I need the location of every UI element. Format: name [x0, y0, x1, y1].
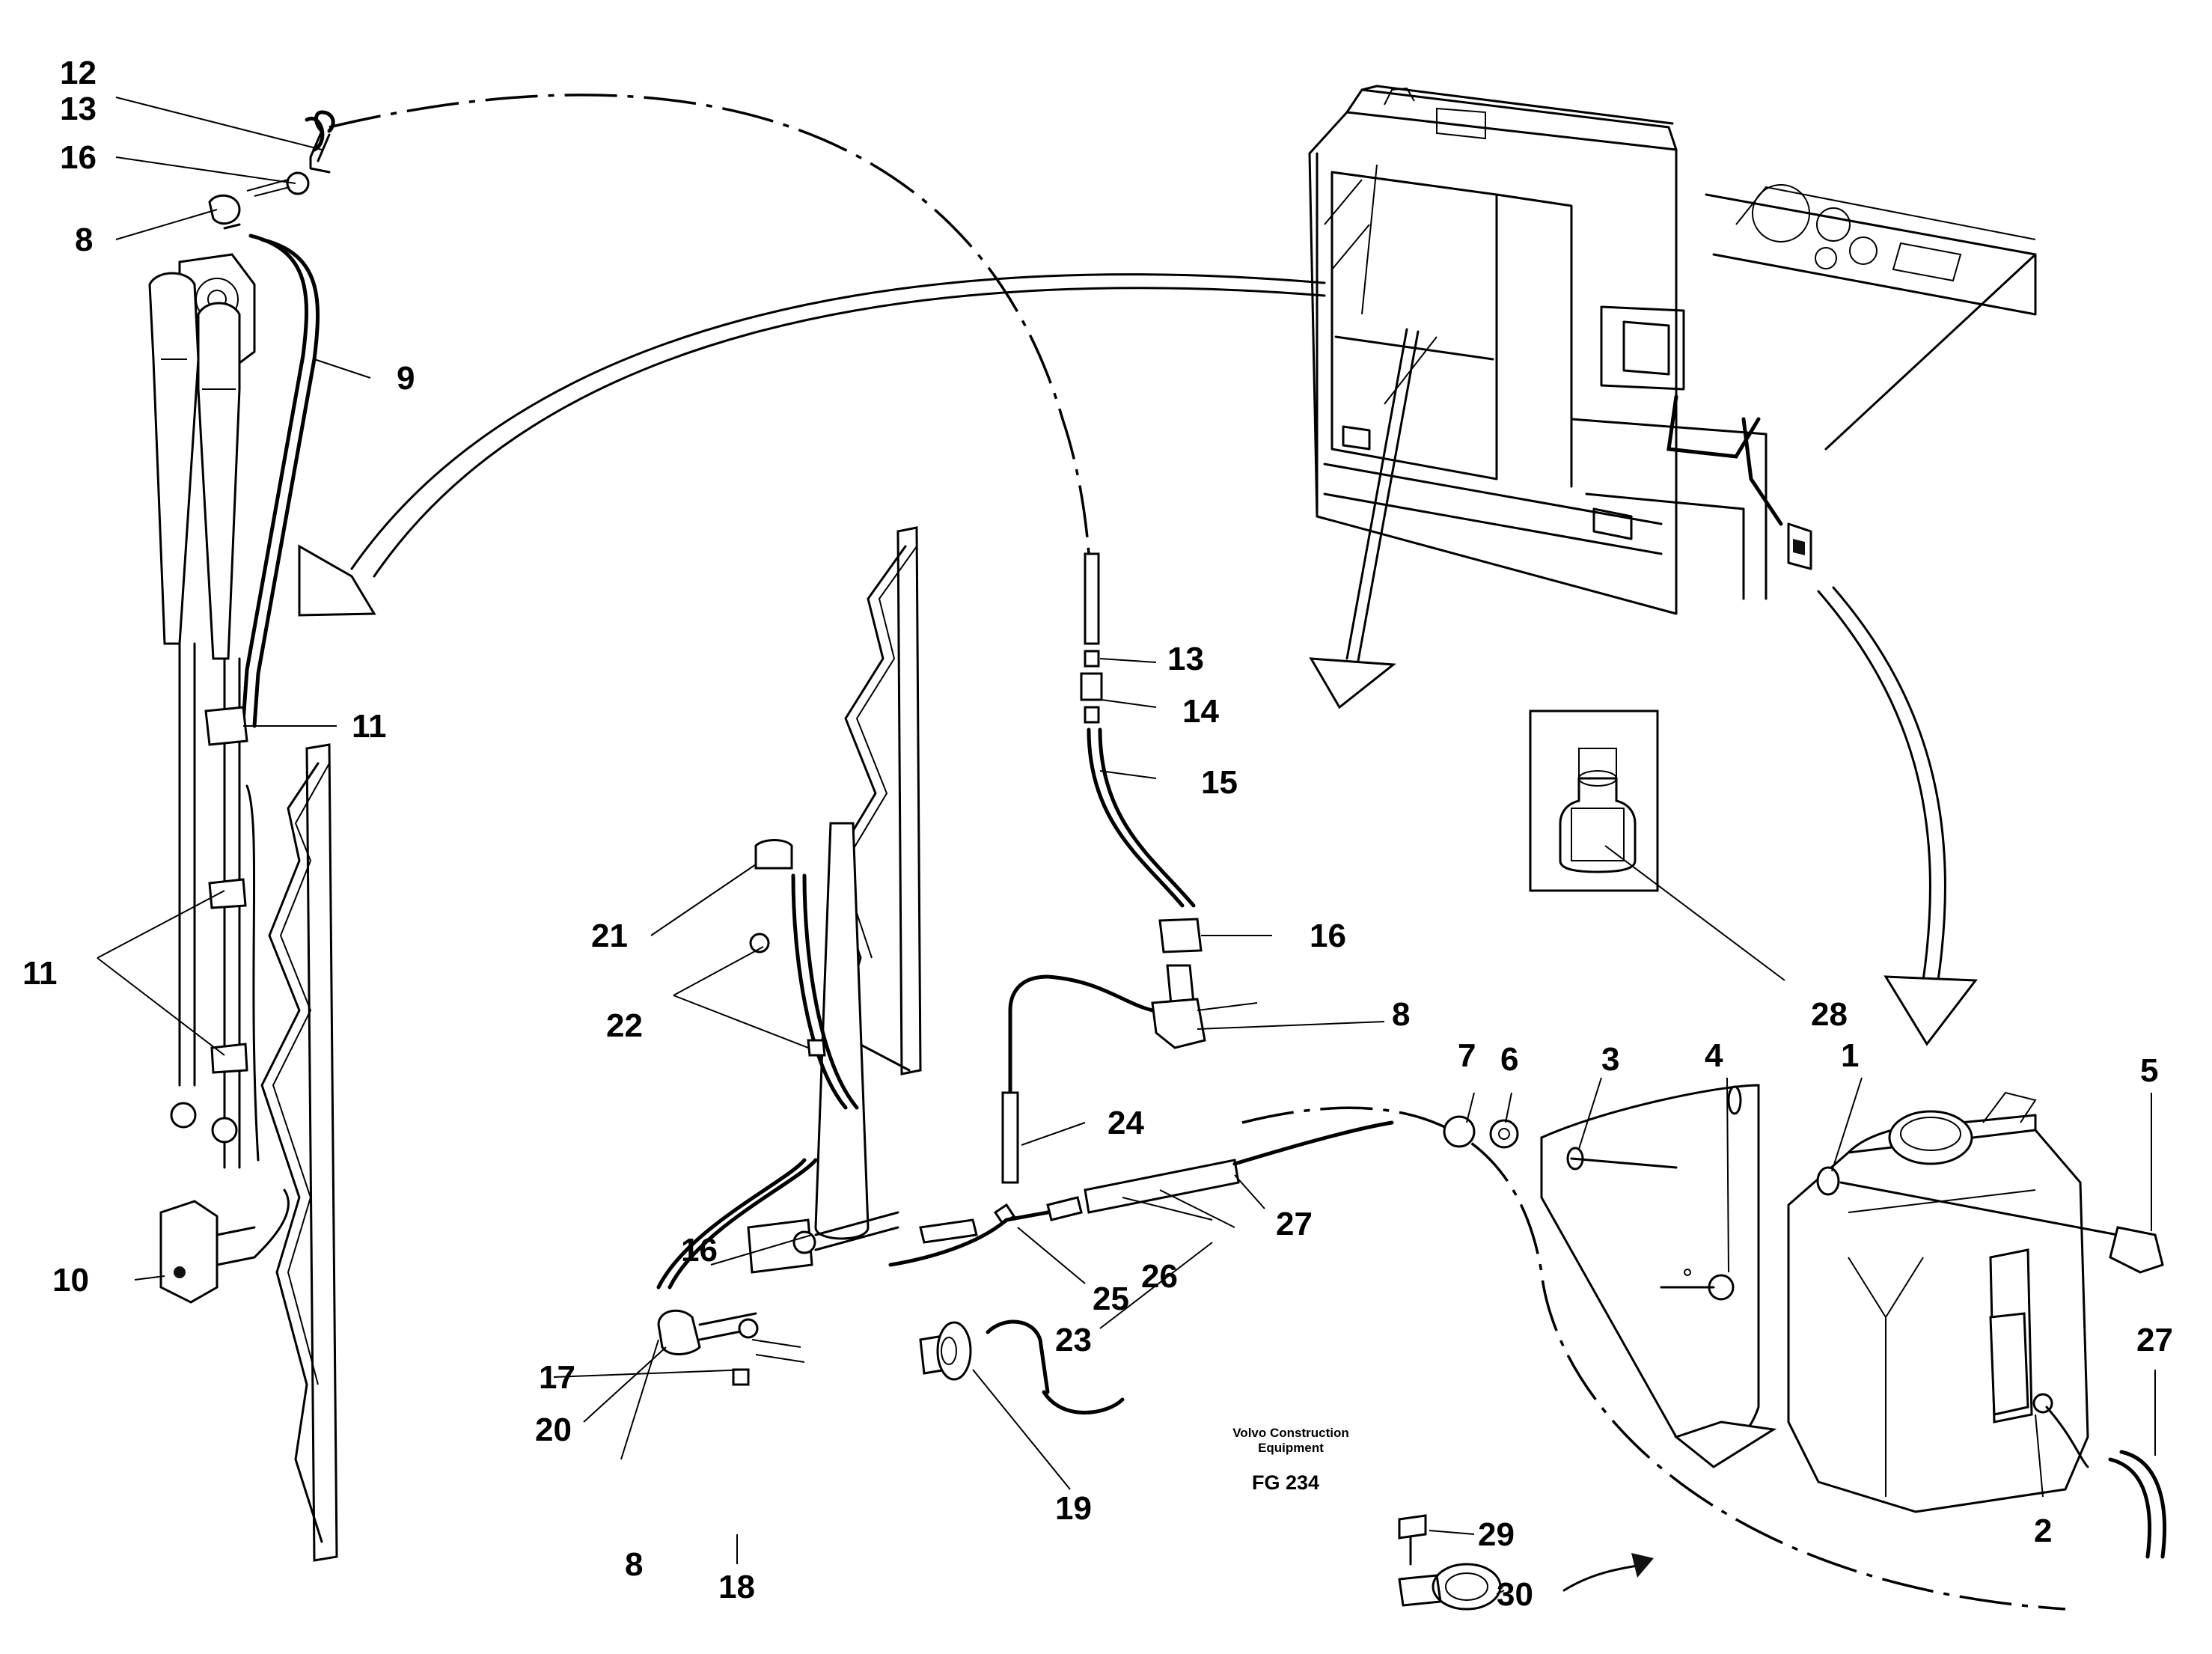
callout-12: 12 — [60, 55, 97, 91]
callout-8: 8 — [75, 222, 93, 258]
hose-chain — [888, 552, 1394, 1267]
callout-22: 22 — [606, 1007, 643, 1044]
callout-8: 8 — [625, 1546, 643, 1583]
callout-24: 24 — [1107, 1105, 1144, 1141]
center-wiper-assembly — [656, 526, 1125, 1415]
washer-fluid-bottle-inset — [1529, 709, 1659, 892]
callout-13: 13 — [1167, 641, 1204, 677]
callout-13: 13 — [60, 91, 97, 127]
hose-route-dashed-lines — [329, 94, 2066, 1611]
washer-tank — [1787, 1091, 2166, 1559]
callout-3: 3 — [1601, 1041, 1619, 1078]
callout-leader-lines — [97, 97, 2156, 1595]
callout-5: 5 — [2140, 1052, 2158, 1089]
operator-cab-illustration — [1308, 85, 2037, 615]
callout-numbers: 12 13 16 8 9 11 11 10 13 14 15 16 8 21 2… — [22, 55, 2173, 1613]
callout-27: 27 — [1276, 1206, 1313, 1242]
callout-1: 1 — [1841, 1037, 1859, 1074]
callout-18: 18 — [718, 1569, 755, 1605]
figure-code: FG 234 — [1252, 1471, 1319, 1494]
callout-10: 10 — [52, 1262, 89, 1299]
callout-16: 16 — [681, 1232, 718, 1269]
left-wiper-assembly — [148, 110, 338, 1562]
callout-17: 17 — [539, 1359, 575, 1396]
callout-2: 2 — [2034, 1513, 2052, 1549]
direction-arrow-to-left-wiper — [298, 273, 1326, 617]
callout-15: 15 — [1201, 764, 1238, 801]
callout-27: 27 — [2136, 1322, 2173, 1358]
manufacturer-name: Volvo Construction — [1232, 1426, 1349, 1440]
callout-19: 19 — [1055, 1490, 1092, 1527]
washer-tank-bracket — [1443, 1084, 1777, 1468]
direction-arrow-to-front-wiper — [1309, 328, 1420, 709]
callout-8: 8 — [1392, 996, 1410, 1033]
manufacturer-subtitle: Equipment — [1258, 1441, 1324, 1455]
bolt-and-clamp-parts — [1398, 1514, 1502, 1611]
callout-30: 30 — [1497, 1576, 1533, 1613]
callout-11: 11 — [352, 708, 387, 745]
callout-4: 4 — [1705, 1037, 1723, 1074]
figure-caption: Volvo Construction Equipment FG 234 — [1232, 1426, 1349, 1494]
callout-9: 9 — [397, 360, 415, 397]
callout-14: 14 — [1182, 693, 1219, 730]
callout-16: 16 — [1310, 918, 1346, 954]
callout-20: 20 — [535, 1412, 572, 1448]
callout-7: 7 — [1458, 1037, 1476, 1074]
callout-11: 11 — [22, 955, 58, 992]
callout-6: 6 — [1500, 1041, 1518, 1078]
callout-29: 29 — [1478, 1516, 1515, 1553]
direction-arrow-to-clamp — [1562, 1553, 1654, 1592]
callout-23: 23 — [1055, 1322, 1092, 1358]
callout-26: 26 — [1141, 1258, 1178, 1295]
callout-21: 21 — [591, 918, 628, 954]
direction-arrow-to-washer-tank — [1817, 586, 1978, 1046]
callout-28: 28 — [1811, 996, 1848, 1033]
callout-16: 16 — [60, 139, 97, 176]
callout-25: 25 — [1093, 1281, 1129, 1317]
